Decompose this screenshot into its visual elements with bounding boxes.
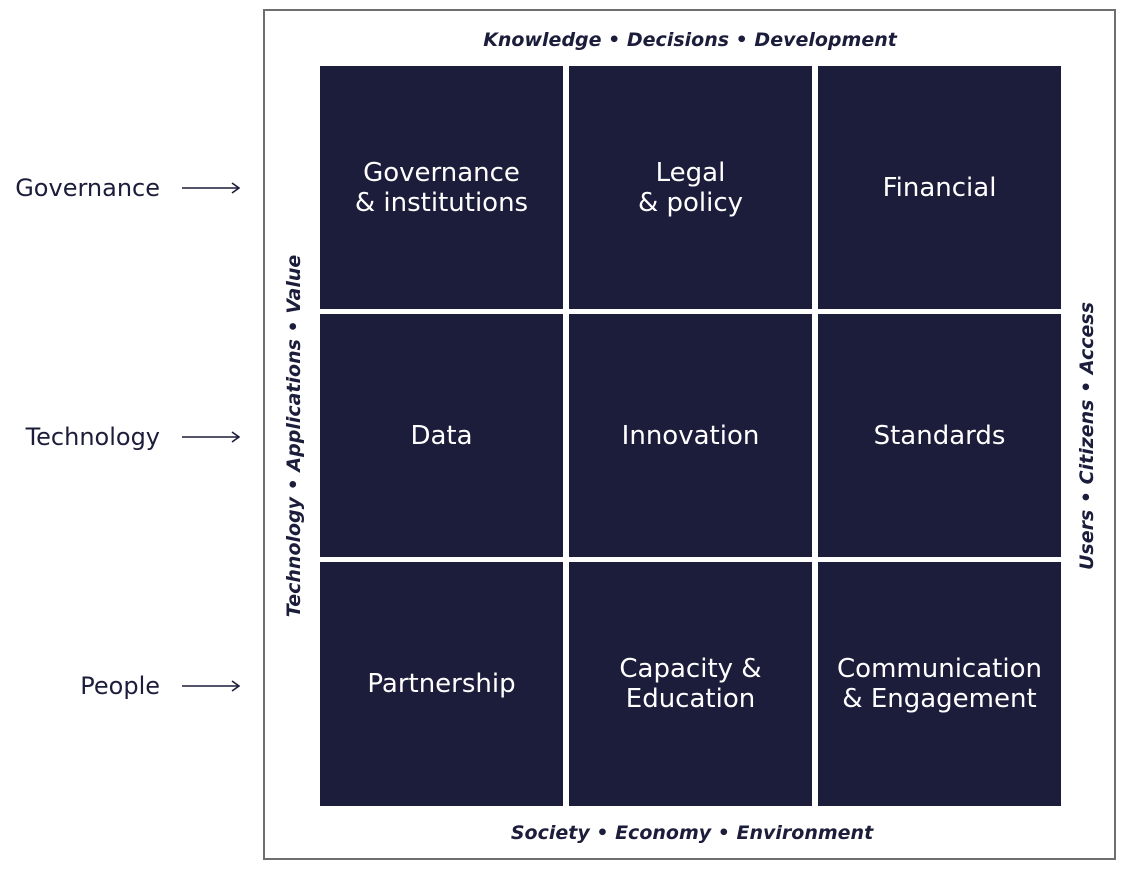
row-label-text: Governance <box>15 174 160 202</box>
top-edge-label: Knowledge • Decisions • Development <box>483 29 897 51</box>
right-arrow-icon <box>182 680 240 692</box>
cell-data: Data <box>320 314 563 557</box>
row-label-governance: Governance <box>0 168 250 208</box>
pillar-grid: Governance & institutions Legal & policy… <box>320 66 1061 806</box>
row-label-technology: Technology <box>0 417 250 457</box>
cell-innovation: Innovation <box>569 314 812 557</box>
right-arrow-icon <box>182 431 240 443</box>
cell-legal-policy: Legal & policy <box>569 66 812 309</box>
cell-capacity-education: Capacity & Education <box>569 562 812 806</box>
diagram-frame <box>263 9 1116 860</box>
cell-communication-engagement: Communication & Engagement <box>818 562 1061 806</box>
cell-financial: Financial <box>818 66 1061 309</box>
row-label-people: People <box>0 666 250 706</box>
right-arrow-icon <box>182 182 240 194</box>
row-label-text: People <box>80 672 160 700</box>
left-edge-label: Technology • Applications • Value <box>283 254 305 618</box>
bottom-edge-label: Society • Economy • Environment <box>510 822 874 844</box>
cell-governance-institutions: Governance & institutions <box>320 66 563 309</box>
right-edge-label: Users • Citizens • Access <box>1076 301 1098 571</box>
cell-partnership: Partnership <box>320 562 563 806</box>
row-label-text: Technology <box>25 423 160 451</box>
cell-standards: Standards <box>818 314 1061 557</box>
